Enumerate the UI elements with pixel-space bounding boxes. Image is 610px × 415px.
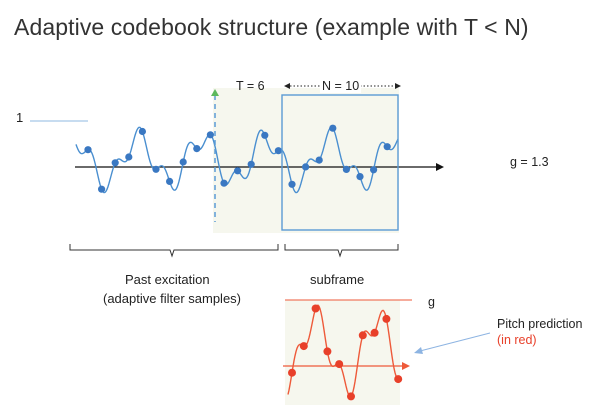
n-span-left-arrow [284, 83, 290, 89]
excitation-sample-dot [247, 160, 255, 168]
excitation-sample-dot [125, 153, 133, 161]
excitation-sample-dot [288, 180, 296, 188]
excitation-sample-dot [302, 163, 310, 171]
pitch-sample-dot [358, 331, 367, 340]
excitation-sample-dot [356, 173, 364, 181]
excitation-sample-dot [166, 177, 174, 185]
pitch-lag-label: T = 6 [236, 79, 265, 93]
past-excitation-brace [69, 244, 279, 258]
excitation-sample-dot [152, 165, 160, 173]
excitation-sample-dot [329, 124, 337, 132]
pitch-prediction-samples [288, 304, 403, 401]
pitch-sample-dot [311, 304, 320, 313]
lag-marker-tip [211, 89, 219, 96]
excitation-sample-dot [274, 147, 282, 155]
excitation-sample-dot [261, 131, 269, 139]
subframe-label: subframe [310, 272, 365, 287]
pitch-panel [285, 300, 400, 405]
adaptive-filter-samples-label: (adaptive filter samples) [103, 291, 241, 306]
past-excitation-label: Past excitation [125, 272, 210, 287]
pitch-sample-dot [288, 368, 296, 377]
gain-label: g [428, 295, 435, 309]
in-red-label: (in red) [497, 333, 537, 347]
pitch-sample-dot [347, 392, 355, 401]
excitation-sample-dot [193, 145, 201, 153]
pitch-sample-dot [370, 328, 379, 337]
excitation-sample-dot [138, 127, 146, 136]
subframe-box [281, 94, 399, 231]
excitation-sample-dot [220, 179, 228, 187]
pitch-sample-dot [394, 375, 403, 384]
pitch-sample-dot [299, 342, 308, 351]
excitation-sample-dot [342, 165, 350, 173]
pitch-sample-dot [382, 314, 391, 323]
excitation-sample-dot [179, 158, 187, 166]
excitation-sample-dot [234, 167, 242, 175]
callout-arrow-head [414, 347, 423, 354]
slide-title: Adaptive codebook structure (example wit… [14, 14, 529, 40]
pitch-sample-dot [335, 360, 344, 369]
n-span-right-arrow [395, 83, 401, 89]
excitation-sample-dot [206, 131, 214, 139]
subframe-panel [213, 88, 399, 233]
excitation-sample-dot [84, 146, 92, 154]
subframe-brace [284, 244, 399, 258]
excitation-samples [84, 124, 391, 193]
excitation-sample-dot [315, 156, 323, 164]
pitch-prediction-label: Pitch prediction [497, 317, 583, 331]
pitch-axis-arrow [402, 362, 410, 370]
subframe-length-label: N = 10 [320, 79, 362, 93]
excitation-sample-dot [370, 166, 378, 174]
time-axis-arrow [436, 163, 444, 171]
pitch-sample-dot [323, 347, 332, 356]
excitation-sample-dot [383, 143, 391, 151]
excitation-sample-dot [98, 185, 106, 193]
gain-value-label: g = 1.3 [510, 155, 549, 169]
callout-arrow-line [419, 332, 491, 352]
amplitude-label: 1 [16, 110, 24, 125]
excitation-sample-dot [111, 159, 119, 167]
